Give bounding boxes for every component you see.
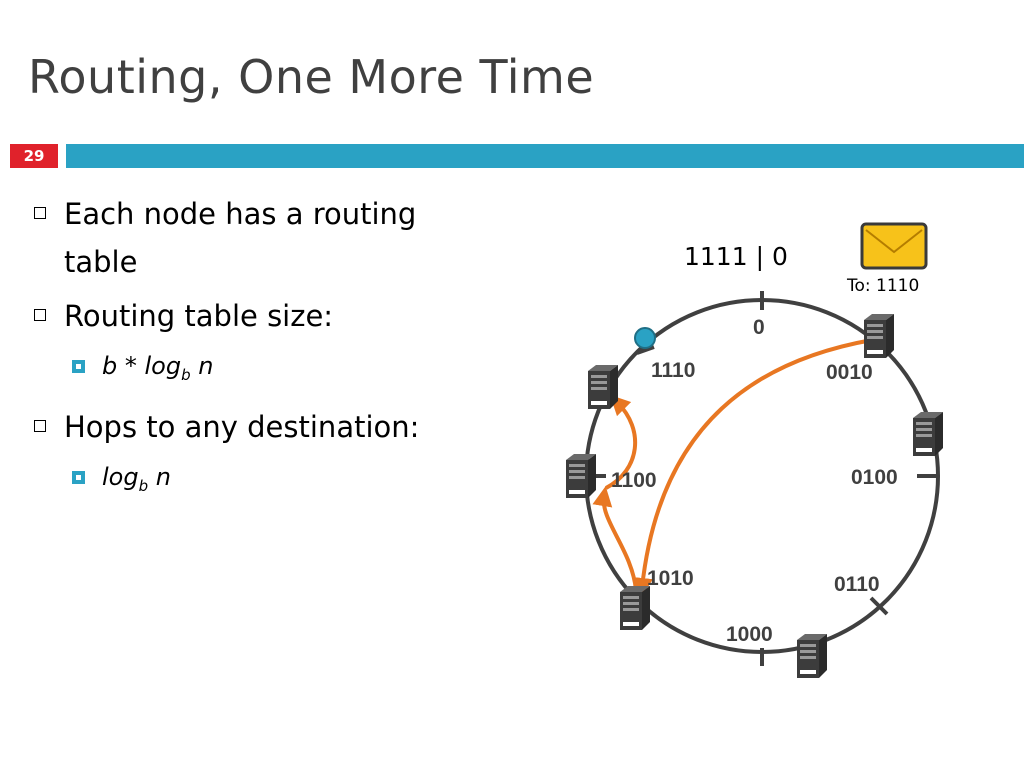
envelope-icon xyxy=(860,222,928,270)
label-1100: 1100 xyxy=(611,469,657,492)
label-0100: 0100 xyxy=(851,466,898,489)
server-1000-icon xyxy=(797,634,827,678)
server-1010-icon xyxy=(620,586,650,630)
label-1110: 1110 xyxy=(651,359,695,382)
title-accent-bar xyxy=(66,144,1024,168)
bullet-item: Routing table size: xyxy=(30,292,480,340)
label-0010: 0010 xyxy=(826,361,873,384)
route-hop-2 xyxy=(592,486,638,591)
message-destination-label: To: 1110 xyxy=(846,276,919,296)
server-1100-icon xyxy=(566,454,596,498)
bullet-item: Hops to any destination: xyxy=(30,403,480,451)
target-node-dot xyxy=(634,327,656,349)
label-0: 0 xyxy=(753,316,765,339)
route-hop-1 xyxy=(633,338,873,598)
bullet-square-icon xyxy=(34,207,46,219)
slide-number: 29 xyxy=(10,144,58,168)
formula-pre: log xyxy=(102,462,139,491)
formula-subscript: b xyxy=(181,365,191,384)
formula-subscript: b xyxy=(138,476,149,495)
bullet-square-icon xyxy=(34,309,46,321)
bullet-square-icon xyxy=(34,419,46,432)
slide-title: Routing, One More Time xyxy=(28,50,595,104)
tick-1110 xyxy=(636,345,655,355)
ring-top-label: 1111 | 0 xyxy=(684,242,788,271)
formula-post: n xyxy=(190,352,214,380)
bullet-text: Routing table size: xyxy=(64,299,334,333)
label-1000: 1000 xyxy=(726,623,773,646)
bullet-text-cont: table xyxy=(64,245,138,279)
bullet-text: Each node has a routing xyxy=(64,197,417,231)
bullet-item: Each node has a routing table xyxy=(30,190,480,286)
server-0010-icon xyxy=(864,314,894,358)
tick-0110 xyxy=(869,596,889,616)
sub-bullet-icon xyxy=(72,360,85,373)
label-0110: 0110 xyxy=(834,573,880,596)
label-1010: 1010 xyxy=(647,567,694,590)
formula-post: n xyxy=(148,462,171,491)
sub-bullet-item: b * logb n xyxy=(30,346,480,395)
sub-bullet-item: logb n xyxy=(30,457,480,506)
route-hop-3 xyxy=(605,394,638,490)
sub-bullet-icon xyxy=(72,470,85,484)
server-1110-icon xyxy=(588,365,618,409)
bullet-list: Each node has a routing table Routing ta… xyxy=(30,190,480,514)
formula-pre: b * log xyxy=(102,352,182,380)
bullet-text: Hops to any destination: xyxy=(64,409,420,444)
server-0100-icon xyxy=(913,412,943,456)
